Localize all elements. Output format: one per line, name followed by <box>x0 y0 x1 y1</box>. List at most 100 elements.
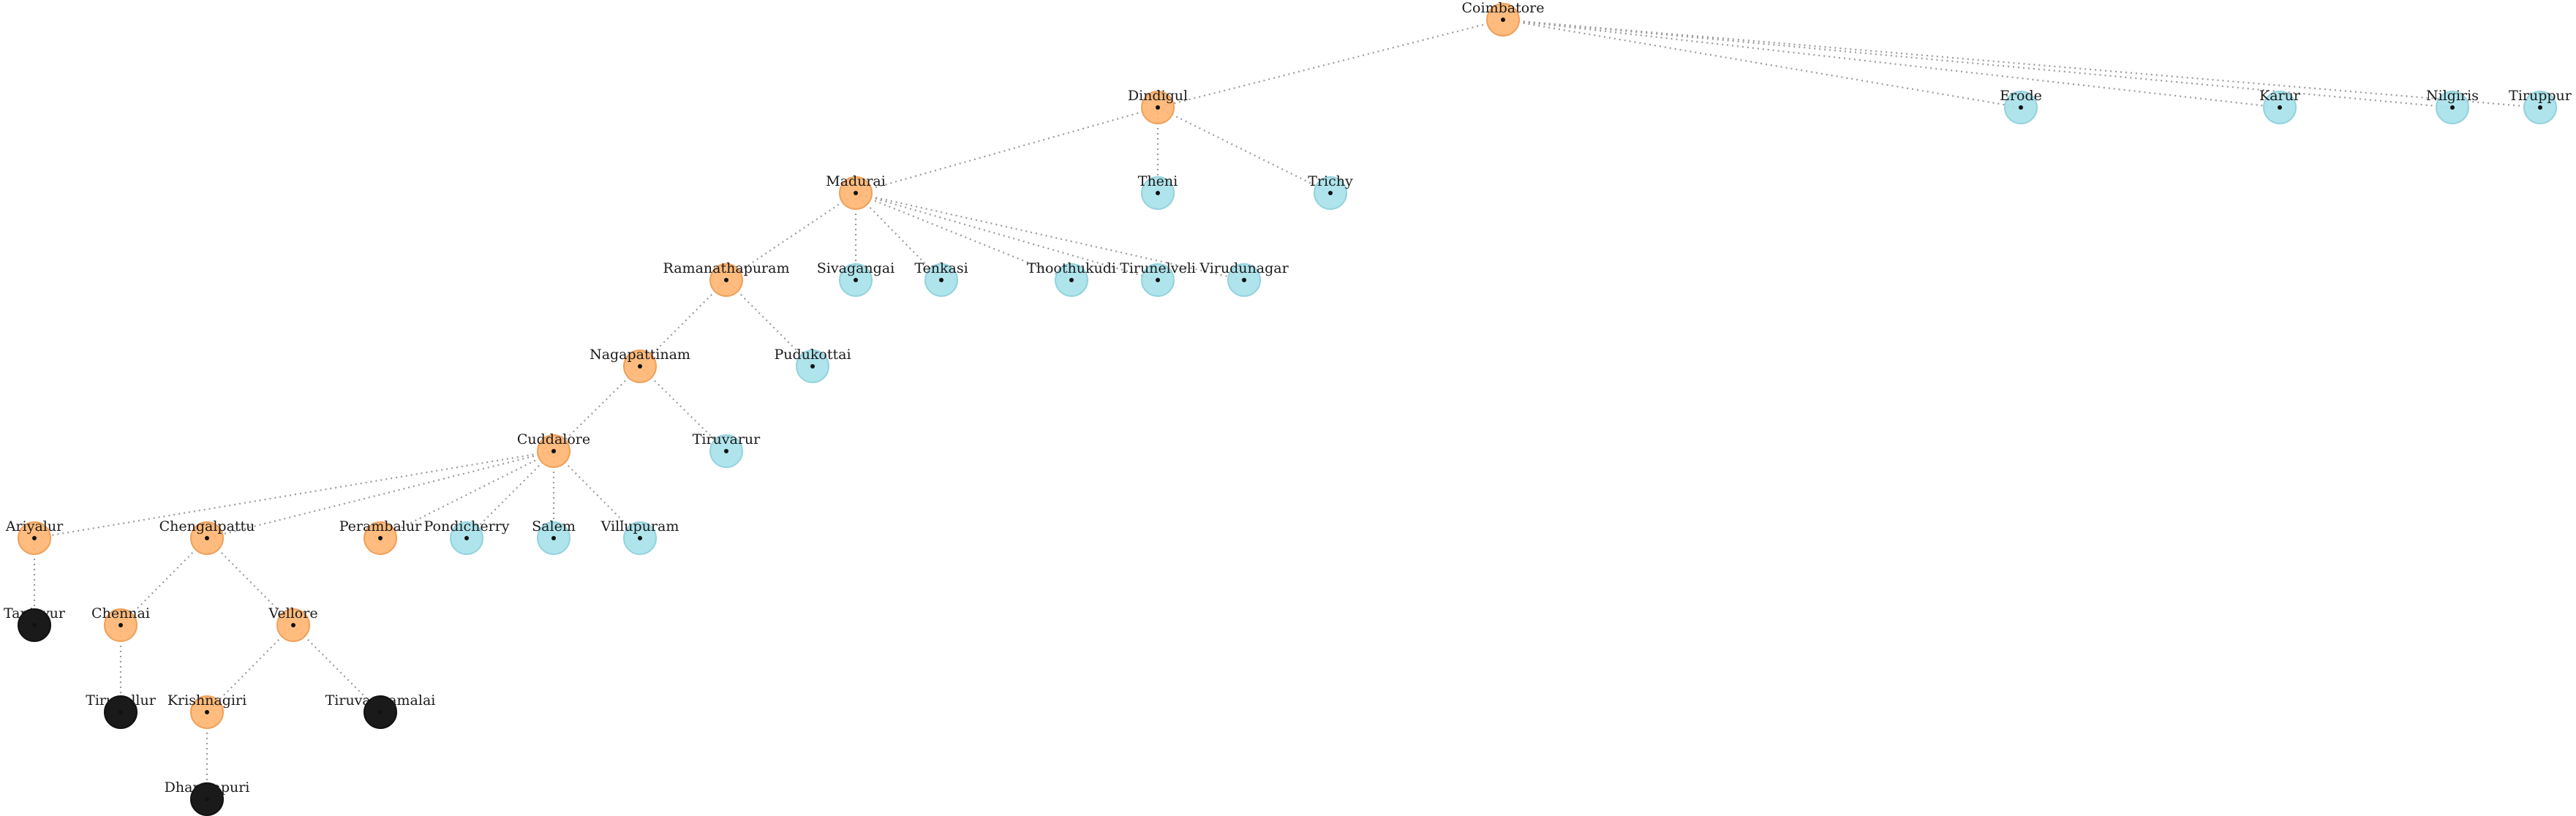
node-sivagangai[interactable]: Sivagangai <box>817 260 895 297</box>
node-center-dot <box>638 536 642 540</box>
node-label: Tiruvarur <box>693 431 761 447</box>
edge-cuddalore-pondicherry <box>466 450 554 539</box>
node-nilgiris[interactable]: Nilgiris <box>2426 88 2479 124</box>
node-label: Cuddalore <box>517 431 590 447</box>
node-center-dot <box>551 536 556 540</box>
node-karur[interactable]: Karur <box>2259 88 2301 124</box>
node-villupuram[interactable]: Villupuram <box>600 518 679 555</box>
node-center-dot <box>854 191 858 195</box>
node-virudunagar[interactable]: Virudunagar <box>1199 260 1289 297</box>
node-tenkasi[interactable]: Tenkasi <box>914 260 968 297</box>
node-tiruppur[interactable]: Tiruppur <box>2509 88 2572 124</box>
node-pondicherry[interactable]: Pondicherry <box>424 518 510 555</box>
node-label: Virudunagar <box>1199 260 1289 276</box>
node-label: Karur <box>2259 88 2301 104</box>
node-label: Ariyalur <box>5 518 64 534</box>
node-tiruvannamalai[interactable]: Tiruvannamalai <box>325 692 436 729</box>
edge-madurai-tirunelveli <box>855 192 1159 282</box>
node-center-dot <box>1328 191 1333 195</box>
node-label: Trichy <box>1308 173 1353 189</box>
node-ramanathapuram[interactable]: Ramanathapuram <box>663 260 790 297</box>
edge-madurai-ramanathapuram <box>726 192 856 281</box>
node-center-dot <box>551 449 556 453</box>
node-center-dot <box>1156 105 1160 110</box>
node-ariyalur[interactable]: Ariyalur <box>5 518 64 555</box>
node-center-dot <box>464 536 469 540</box>
node-label: Vellore <box>268 605 317 622</box>
edge-coimbatore-erode <box>1502 18 2022 109</box>
node-cuddalore[interactable]: Cuddalore <box>517 431 590 468</box>
node-label: Dindigul <box>1128 88 1188 104</box>
node-label: Chennai <box>91 605 150 622</box>
node-label: Pondicherry <box>424 518 510 534</box>
node-label: Madurai <box>826 173 886 189</box>
node-center-dot <box>205 797 209 801</box>
node-center-dot <box>2278 105 2282 110</box>
node-center-dot <box>118 623 123 627</box>
node-label: Villupuram <box>600 518 679 534</box>
node-label: Erode <box>2000 88 2042 104</box>
node-label: Thoothukudi <box>1027 260 1116 276</box>
node-tiruvallur[interactable]: Tiruvallur <box>86 692 157 729</box>
node-center-dot <box>291 623 295 627</box>
node-chennai[interactable]: Chennai <box>91 605 150 642</box>
node-label: Theni <box>1138 173 1178 189</box>
node-label: Tiruppur <box>2509 88 2572 104</box>
node-tanjavur[interactable]: Tanjavur <box>4 605 66 642</box>
node-center-dot <box>1069 278 1074 282</box>
node-dindigul[interactable]: Dindigul <box>1128 88 1188 124</box>
node-thoothukudi[interactable]: Thoothukudi <box>1027 260 1116 297</box>
node-label: Krishnagiri <box>167 692 246 709</box>
node-label: Pudukottai <box>774 347 851 363</box>
node-label: Ramanathapuram <box>663 260 789 276</box>
node-label: Tenkasi <box>914 260 968 276</box>
node-trichy[interactable]: Trichy <box>1308 173 1353 210</box>
node-center-dot <box>854 278 858 282</box>
node-tiruvarur[interactable]: Tiruvarur <box>693 431 761 468</box>
node-label: Sivagangai <box>817 260 895 276</box>
edge-dindigul-madurai <box>855 106 1159 194</box>
node-center-dot <box>724 449 728 453</box>
node-vellore[interactable]: Vellore <box>268 605 318 642</box>
edge-cuddalore-chengalpattu <box>206 450 554 540</box>
node-tirunelveli[interactable]: Tirunelveli <box>1120 260 1196 297</box>
node-erode[interactable]: Erode <box>2000 88 2042 124</box>
node-perambalur[interactable]: Perambalur <box>339 518 422 555</box>
node-label: Nagapattinam <box>590 347 690 363</box>
edge-coimbatore-nilgiris <box>1502 18 2453 109</box>
node-salem[interactable]: Salem <box>532 518 576 555</box>
node-nagapattinam[interactable]: Nagapattinam <box>590 347 690 383</box>
node-label: Tirunelveli <box>1120 260 1196 276</box>
node-chengalpattu[interactable]: Chengalpattu <box>159 518 255 555</box>
node-pudukottai[interactable]: Pudukottai <box>774 347 851 383</box>
node-coimbatore[interactable]: Coimbatore <box>1462 0 1545 37</box>
node-label: Tiruvannamalai <box>325 692 436 709</box>
node-label: Salem <box>532 518 576 534</box>
node-center-dot <box>1156 278 1160 282</box>
node-center-dot <box>939 278 944 282</box>
node-center-dot <box>1501 18 1505 22</box>
node-label: Tiruvallur <box>86 692 157 709</box>
node-center-dot <box>378 710 383 714</box>
node-label: Dharmapuri <box>165 779 250 796</box>
edge-cuddalore-ariyalur <box>34 450 554 540</box>
node-center-dot <box>118 710 123 714</box>
node-center-dot <box>2019 105 2023 110</box>
node-label: Tanjavur <box>4 605 66 622</box>
node-theni[interactable]: Theni <box>1138 173 1178 210</box>
node-madurai[interactable]: Madurai <box>826 173 886 210</box>
edge-coimbatore-karur <box>1502 18 2281 109</box>
node-dharmapuri[interactable]: Dharmapuri <box>165 779 250 816</box>
node-label: Perambalur <box>339 518 422 534</box>
node-center-dot <box>32 536 37 540</box>
tree-edges <box>33 18 2541 799</box>
node-krishnagiri[interactable]: Krishnagiri <box>167 692 246 729</box>
edge-vellore-tiruvannamalai <box>293 624 381 713</box>
node-center-dot <box>1156 191 1160 195</box>
node-label: Chengalpattu <box>159 518 255 534</box>
node-center-dot <box>2450 105 2455 110</box>
node-center-dot <box>205 536 209 540</box>
node-center-dot <box>378 536 383 540</box>
